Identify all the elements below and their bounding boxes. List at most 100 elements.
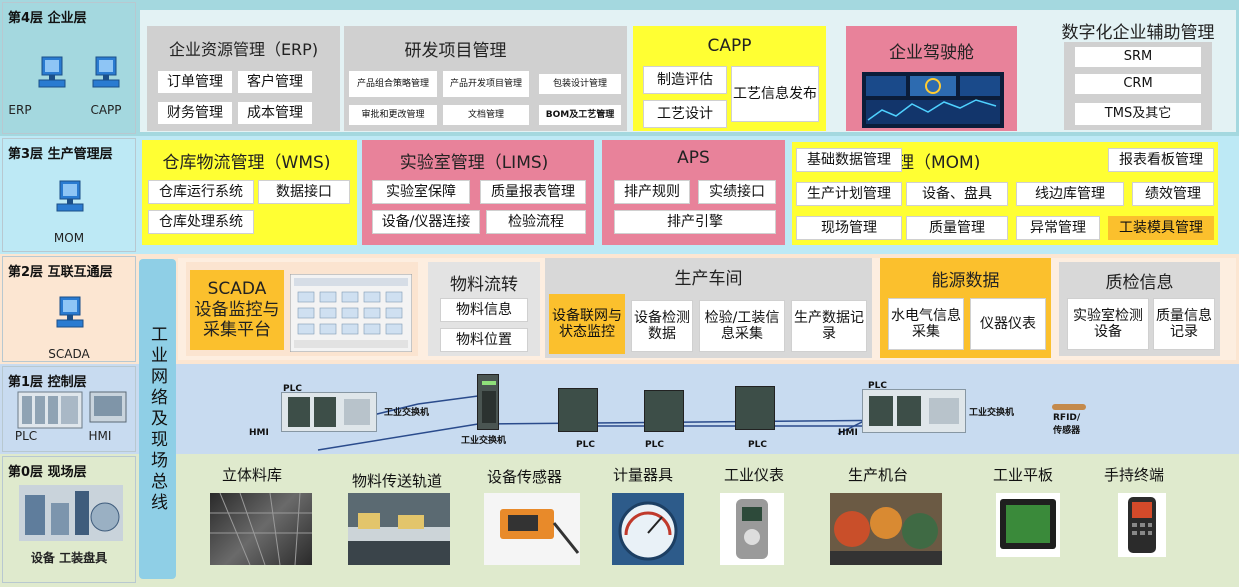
capp-panel: CAPP 制造评估 工艺信息发布 工艺设计 — [633, 26, 826, 131]
hmi-icon-label: HMI — [88, 429, 112, 443]
layer4-title: 第4层 企业层 — [8, 11, 87, 26]
erp-finance-mgmt[interactable]: 财务管理 — [157, 101, 233, 125]
rd-approval-change[interactable]: 审批和更改管理 — [348, 104, 438, 126]
instrument-image — [720, 493, 784, 565]
plc-device-2[interactable] — [644, 390, 684, 432]
industrial-network-bus: 工业网络及现场总线 — [139, 259, 176, 579]
scada-screen-image — [290, 274, 412, 352]
rd-bom-process[interactable]: BOM及工艺管理 — [538, 104, 622, 126]
l1-switch-label-left: 工业交换机 — [384, 408, 430, 418]
aps-title: APS — [677, 148, 710, 168]
lims-device-connect[interactable]: 设备/仪器连接 — [372, 210, 480, 234]
wms-data-interface[interactable]: 数据接口 — [258, 180, 350, 204]
workshop-production-record[interactable]: 生产数据记录 — [791, 300, 867, 352]
workshop-device-network[interactable]: 设备联网与状态监控 — [549, 294, 625, 354]
workshop-device-test-data[interactable]: 设备检测数据 — [631, 300, 693, 352]
layer0-label: 第0层 现场层 设备 工装盘具 — [2, 456, 136, 583]
mom-equipment-reel[interactable]: 设备、盘具 — [906, 182, 1008, 206]
erp-cost-mgmt[interactable]: 成本管理 — [237, 101, 313, 125]
industrial-switch-center[interactable] — [477, 374, 499, 430]
field-item-label-4: 计量器具 — [613, 466, 674, 484]
wms-operation[interactable]: 仓库运行系统 — [148, 180, 254, 204]
aux-srm[interactable]: SRM — [1074, 46, 1202, 68]
layer0-caption: 设备 工装盘具 — [30, 551, 108, 565]
material-info[interactable]: 物料信息 — [440, 298, 528, 322]
l1-plc-label-left: PLC — [283, 384, 302, 394]
l1-rfid-label: RFID/ 传感器 — [1053, 413, 1081, 436]
field-item-label-6: 生产机台 — [848, 466, 909, 484]
wms-title: 仓库物流管理（WMS) — [162, 153, 331, 173]
layer2-label: 第2层 互联互通层 SCADA — [2, 256, 136, 362]
rd-document-mgmt[interactable]: 文档管理 — [442, 104, 530, 126]
rd-packaging-design[interactable]: 包装设计管理 — [538, 73, 622, 95]
mom-base-data[interactable]: 基础数据管理 — [796, 148, 902, 172]
aps-scheduling-engine[interactable]: 排产引擎 — [614, 210, 776, 234]
qc-panel: 质检信息 实验室检测设备 质量信息记录 — [1059, 262, 1220, 356]
layer3-title: 第3层 生产管理层 — [8, 147, 113, 162]
mom-report-board[interactable]: 报表看板管理 — [1108, 148, 1214, 172]
layer2-title: 第2层 互联互通层 — [8, 265, 113, 280]
plc-device-right — [862, 389, 966, 433]
field-item-label-1: 立体料库 — [222, 466, 283, 484]
field-equipment-icon — [19, 485, 123, 541]
energy-instruments[interactable]: 仪器仪表 — [970, 298, 1046, 350]
layer4-label: 第4层 企业层 ERP CAPP — [2, 2, 136, 134]
erp-title: 企业资源管理（ERP) — [168, 40, 319, 59]
l1-switch-label-center: 工业交换机 — [461, 436, 507, 446]
erp-icon-label: ERP — [8, 103, 32, 117]
field-item-label-5: 工业仪表 — [724, 466, 785, 484]
workshop-title: 生产车间 — [674, 269, 743, 289]
lims-panel: 实验室管理（LIMS) 实验室保障 质量报表管理 设备/仪器连接 检验流程 — [362, 140, 594, 245]
plc-device-1[interactable] — [558, 388, 598, 432]
mom-quality-mgmt[interactable]: 质量管理 — [906, 216, 1008, 240]
aux-tms[interactable]: TMS及其它 — [1074, 102, 1202, 126]
wms-processing[interactable]: 仓库处理系统 — [148, 210, 254, 234]
l1-switch-label-right: 工业交换机 — [969, 408, 1015, 418]
qc-title: 质检信息 — [1105, 273, 1174, 293]
capp-mfg-eval[interactable]: 制造评估 — [643, 66, 727, 94]
material-panel: 物料流转 物料信息 物料位置 — [428, 262, 540, 356]
energy-utility-collect[interactable]: 水电气信息采集 — [888, 298, 964, 350]
field-item-label-8: 手持终端 — [1104, 466, 1165, 484]
capp-process-design[interactable]: 工艺设计 — [643, 100, 727, 128]
mom-exception-mgmt[interactable]: 异常管理 — [1016, 216, 1100, 240]
cockpit-dashboard-image — [862, 72, 1004, 128]
qc-quality-record[interactable]: 质量信息记录 — [1153, 298, 1215, 350]
erp-order-mgmt[interactable]: 订单管理 — [157, 70, 233, 94]
lims-lab-support[interactable]: 实验室保障 — [372, 180, 470, 204]
gauge-image — [612, 493, 684, 565]
aps-actuals-interface[interactable]: 实绩接口 — [698, 180, 776, 204]
mom-icon-label: MOM — [53, 231, 85, 245]
material-location[interactable]: 物料位置 — [440, 328, 528, 352]
rd-portfolio-mgmt[interactable]: 产品组合策略管理 — [348, 70, 438, 98]
l1-hmi-label-right: HMI — [838, 428, 858, 438]
plc-device-3[interactable] — [735, 386, 775, 430]
erp-customer-mgmt[interactable]: 客户管理 — [237, 70, 313, 94]
cockpit-panel: 企业驾驶舱 — [846, 26, 1017, 131]
aux-crm[interactable]: CRM — [1074, 73, 1202, 95]
mom-tooling-mold[interactable]: 工装模具管理 — [1108, 216, 1214, 240]
mom-performance[interactable]: 绩效管理 — [1132, 182, 1214, 206]
qc-lab-equipment[interactable]: 实验室检测设备 — [1067, 298, 1149, 350]
hmi-panel-icon — [89, 391, 127, 423]
mom-line-side-inventory[interactable]: 线边库管理 — [1016, 182, 1124, 206]
capp-process-publish[interactable]: 工艺信息发布 — [731, 66, 819, 122]
layer0-title: 第0层 现场层 — [8, 465, 87, 480]
aps-scheduling-rules[interactable]: 排产规则 — [614, 180, 690, 204]
plc-device-left — [281, 392, 377, 432]
workshop-inspection-collect[interactable]: 检验/工装信息采集 — [699, 300, 785, 352]
tablet-image — [996, 493, 1060, 557]
aux-title: 数字化企业辅助管理 — [1061, 23, 1215, 43]
mom-production-plan[interactable]: 生产计划管理 — [796, 182, 902, 206]
mom-field-mgmt[interactable]: 现场管理 — [796, 216, 902, 240]
cockpit-title: 企业驾驶舱 — [889, 43, 974, 63]
plc-rack-icon — [17, 391, 83, 429]
scada-panel: SCADA 设备监控与 采集平台 — [186, 262, 418, 356]
erp-computer-icon — [38, 56, 66, 88]
industrial-network-bus-label: 工业网络及现场总线 — [147, 324, 167, 514]
field-item-label-2: 物料传送轨道 — [352, 472, 443, 490]
lims-inspection-flow[interactable]: 检验流程 — [486, 210, 586, 234]
energy-panel: 能源数据 水电气信息采集 仪器仪表 — [880, 258, 1051, 358]
rd-dev-project-mgmt[interactable]: 产品开发项目管理 — [442, 70, 530, 98]
lims-quality-report[interactable]: 质量报表管理 — [480, 180, 586, 204]
